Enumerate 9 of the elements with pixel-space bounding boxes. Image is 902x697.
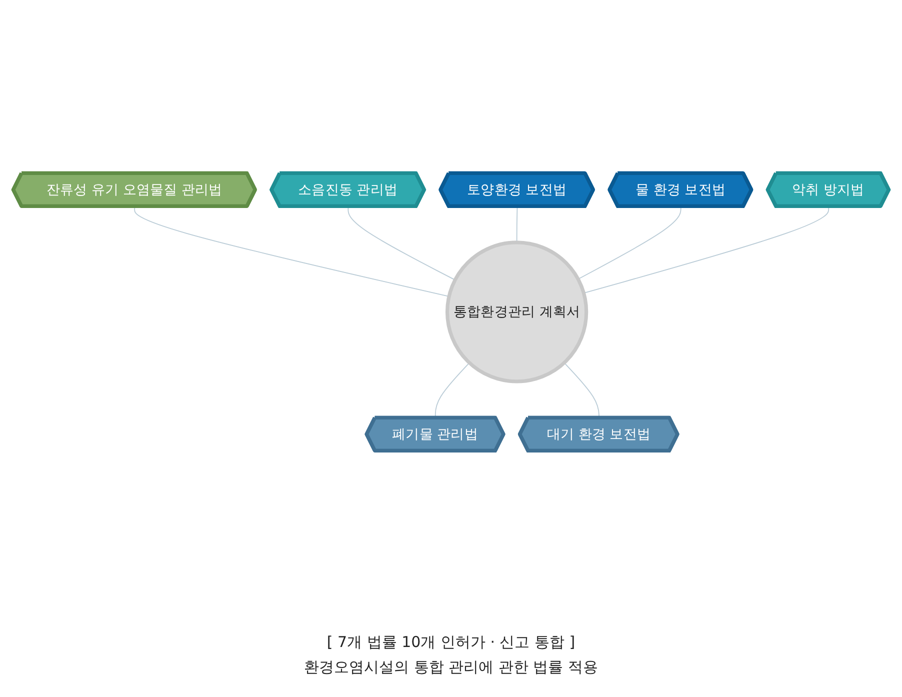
connector xyxy=(516,206,518,242)
node-circle: 통합환경관리 계획서 xyxy=(445,240,588,383)
connector xyxy=(434,362,470,418)
connector xyxy=(134,206,450,296)
connector xyxy=(564,362,600,418)
note-text: 환경오염시설의 통합 관리에 관한 법률 적용 xyxy=(304,658,598,677)
connector xyxy=(578,206,682,280)
note-text: [ 7개 법률 10개 인허가 · 신고 통합 ] xyxy=(326,633,576,652)
connector xyxy=(583,206,830,294)
